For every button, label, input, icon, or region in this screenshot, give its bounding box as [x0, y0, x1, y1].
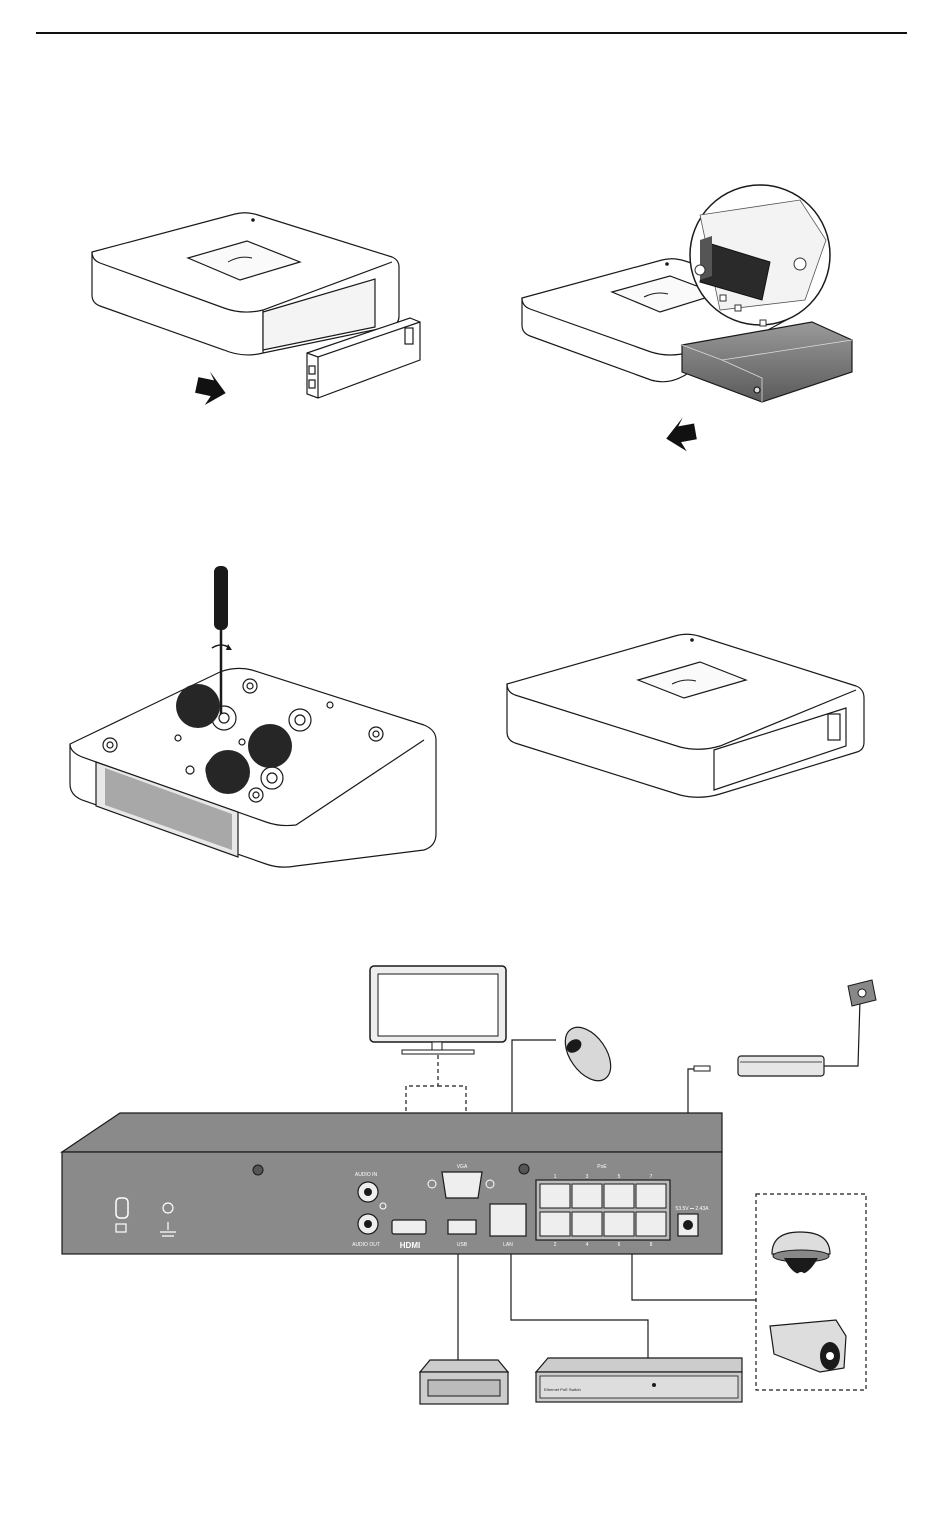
poe-label: PoE [597, 1164, 607, 1170]
lan-cable [511, 1254, 648, 1358]
poe-port-label: 7 [650, 1174, 653, 1180]
usb-drive [420, 1360, 508, 1404]
step-marker [206, 750, 250, 794]
audio-in-port [358, 1182, 378, 1202]
poe-cable [632, 1254, 756, 1300]
poe-port-label: 5 [618, 1174, 621, 1180]
power-label: 53.5V ⎓ 2.43A [676, 1206, 710, 1212]
poe-port-label: 2 [554, 1242, 557, 1248]
wall-plug-icon [848, 980, 876, 1006]
poe-port-label: 4 [586, 1242, 589, 1248]
audio-in-label: AUDIO IN [355, 1172, 378, 1178]
mouse-cable [512, 1040, 556, 1112]
bullet-camera [770, 1320, 846, 1372]
dome-camera [772, 1232, 830, 1280]
sata-connector-detail [690, 185, 830, 326]
step-marker [248, 724, 292, 768]
audio-out-label: AUDIO OUT [352, 1242, 380, 1248]
hdmi-label: HDMI [400, 1241, 420, 1250]
usb-port [448, 1220, 476, 1234]
power-adapter [694, 1056, 824, 1076]
poe-port-label: 8 [650, 1242, 653, 1248]
monitor [370, 966, 506, 1054]
hdmi-port [392, 1220, 426, 1234]
nvr-unit-step1 [92, 213, 399, 355]
lan-label: LAN [503, 1242, 513, 1248]
usb-label: USB [457, 1242, 468, 1248]
poe-port-label: 3 [586, 1174, 589, 1180]
poe-port-label: 1 [554, 1174, 557, 1180]
nvr-unit-assembled [507, 634, 864, 797]
poe-switch [536, 1358, 742, 1402]
dc-power-port [678, 1214, 698, 1236]
audio-out-port [358, 1214, 378, 1234]
ac-cable [824, 1000, 860, 1066]
nvr-unit-bottom-view [70, 668, 436, 867]
poe-ports [536, 1180, 670, 1240]
arrow-left-icon [663, 416, 698, 455]
switch-model-label: Ethernet PoE Switch [544, 1387, 581, 1392]
vga-label: VGA [457, 1164, 468, 1170]
poe-port-label: 6 [618, 1242, 621, 1248]
arrow-right-icon [193, 369, 229, 408]
step-marker [176, 684, 220, 728]
lan-port [490, 1204, 526, 1236]
mouse [556, 1019, 620, 1089]
